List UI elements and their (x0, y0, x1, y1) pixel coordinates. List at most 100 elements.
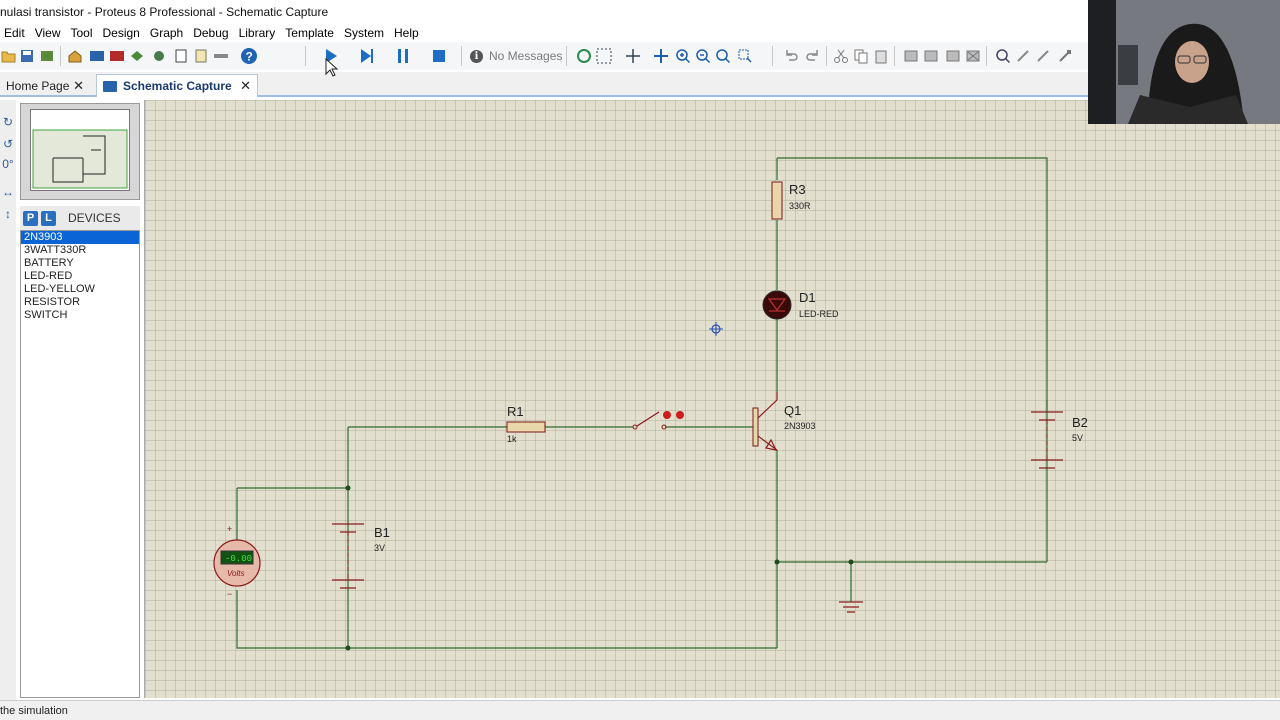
grid-toggle-icon[interactable] (595, 47, 613, 65)
open-folder-icon[interactable] (0, 47, 18, 65)
switch-sw1[interactable] (632, 411, 684, 430)
led-d1[interactable]: D1 LED-RED (762, 290, 839, 320)
menu-view[interactable]: View (34, 26, 61, 40)
r1-ref: R1 (507, 404, 524, 419)
device-item[interactable]: RESISTOR (24, 296, 81, 308)
voltmeter[interactable]: -0.00 Volts + − (213, 524, 261, 599)
angle-field-icon[interactable]: 0° (2, 157, 14, 171)
rotate-cw-icon[interactable]: ↻ (2, 115, 14, 129)
redo-icon[interactable] (804, 47, 822, 65)
device-selector-header: P L DEVICES (20, 206, 140, 230)
menu-library[interactable]: Library (238, 26, 276, 40)
mouse-cursor-icon (325, 58, 339, 77)
import-icon[interactable] (38, 47, 56, 65)
pick-device-icon[interactable] (994, 47, 1012, 65)
rotate-ccw-icon[interactable]: ↺ (2, 137, 14, 151)
message-indicator[interactable]: i No Messages (470, 47, 562, 65)
schematic-canvas[interactable]: R3 330R D1 LED-RED Q1 2N3903 (144, 100, 1280, 698)
menu-debug[interactable]: Debug (193, 26, 229, 40)
menu-system[interactable]: System (343, 26, 384, 40)
tab-home-label: Home Page (6, 78, 70, 93)
stop-simulation-icon[interactable] (430, 47, 448, 65)
menu-graph[interactable]: Graph (149, 26, 184, 40)
title-bar: nulasi transistor - Proteus 8 Profession… (0, 0, 1280, 24)
r3-value: 330R (789, 201, 811, 211)
design-explorer-icon[interactable] (212, 47, 230, 65)
decompose-icon[interactable] (1056, 47, 1074, 65)
paste-icon[interactable] (872, 47, 890, 65)
device-item[interactable]: LED-RED (24, 270, 73, 282)
zoom-area-icon[interactable] (736, 47, 754, 65)
block-move-icon[interactable] (922, 47, 940, 65)
pcb-icon[interactable] (108, 47, 126, 65)
info-icon: i (470, 49, 483, 63)
run-simulation-icon[interactable] (322, 47, 340, 65)
transistor-q1[interactable]: Q1 2N3903 (752, 392, 816, 451)
d1-ref: D1 (799, 290, 816, 305)
device-item[interactable]: SWITCH (24, 309, 68, 321)
copy-icon[interactable] (852, 47, 870, 65)
menu-template[interactable]: Template (285, 26, 334, 40)
origin-icon[interactable] (624, 47, 642, 65)
battery-b2[interactable]: B2 5V (1031, 400, 1088, 469)
zoom-out-icon[interactable] (694, 47, 712, 65)
package-tool-icon[interactable] (1034, 47, 1052, 65)
3d-viewer-icon[interactable] (128, 47, 146, 65)
device-item[interactable]: 3WATT330R (24, 244, 87, 256)
b2-ref: B2 (1072, 415, 1088, 430)
devices-title: DEVICES (68, 211, 121, 225)
device-item[interactable]: BATTERY (24, 257, 74, 269)
overview-window[interactable] (20, 103, 140, 200)
block-copy-icon[interactable] (902, 47, 920, 65)
save-icon[interactable] (18, 47, 36, 65)
voltmeter-label: Volts (227, 569, 245, 578)
help-icon[interactable]: ? (240, 47, 258, 65)
zoom-all-icon[interactable] (714, 47, 732, 65)
status-bar: the simulation (0, 700, 1280, 720)
pan-icon[interactable] (652, 47, 670, 65)
schematic-icon[interactable] (88, 47, 106, 65)
undo-icon[interactable] (782, 47, 800, 65)
home-icon[interactable] (66, 47, 84, 65)
junctions (345, 485, 854, 651)
menu-design[interactable]: Design (102, 26, 140, 40)
resistor-r1[interactable]: R1 1k (506, 404, 546, 444)
cut-icon[interactable] (832, 47, 850, 65)
step-simulation-icon[interactable] (358, 47, 376, 65)
source-code-icon[interactable] (192, 47, 210, 65)
zoom-in-icon[interactable] (674, 47, 692, 65)
pause-simulation-icon[interactable] (394, 47, 412, 65)
block-delete-icon[interactable] (964, 47, 982, 65)
close-icon[interactable]: ✕ (73, 77, 84, 93)
resistor-r3[interactable]: R3 330R (771, 181, 811, 220)
bom-icon[interactable] (172, 47, 190, 65)
mirror-vertical-icon[interactable]: ↕ (5, 207, 11, 221)
menu-help[interactable]: Help (394, 26, 419, 40)
block-rotate-icon[interactable] (944, 47, 962, 65)
mode-toolbar: ↻ ↺ 0° ↔ ↕ (0, 100, 16, 700)
menu-tool[interactable]: Tool (70, 26, 93, 40)
battery-b1[interactable]: B1 3V (332, 523, 390, 589)
mirror-horizontal-icon[interactable]: ↔ (2, 185, 14, 199)
close-icon[interactable]: ✕ (240, 78, 251, 93)
voltmeter-display: -0.00 (225, 554, 252, 564)
refresh-icon[interactable] (575, 47, 593, 65)
device-item[interactable]: LED-YELLOW (24, 283, 95, 295)
b2-value: 5V (1072, 433, 1083, 443)
device-item[interactable]: 2N3903 (21, 231, 139, 244)
schematic-drawing[interactable]: R3 330R D1 LED-RED Q1 2N3903 (145, 100, 1280, 698)
make-device-icon[interactable] (1014, 47, 1032, 65)
tab-schematic-capture[interactable]: Schematic Capture ✕ (96, 74, 258, 97)
r1-value: 1k (507, 434, 517, 444)
crosshair-cursor-icon (709, 322, 723, 336)
menu-edit[interactable]: Edit (4, 26, 25, 40)
overview-sheet (30, 109, 130, 191)
pick-device-button[interactable]: P (23, 210, 38, 226)
d1-value: LED-RED (799, 309, 839, 319)
library-manager-button[interactable]: L (41, 210, 56, 226)
tab-home-page[interactable]: Home Page ✕ (0, 74, 90, 97)
ground-symbol[interactable] (839, 590, 863, 613)
wires (236, 157, 1048, 649)
gerber-icon[interactable] (150, 47, 168, 65)
